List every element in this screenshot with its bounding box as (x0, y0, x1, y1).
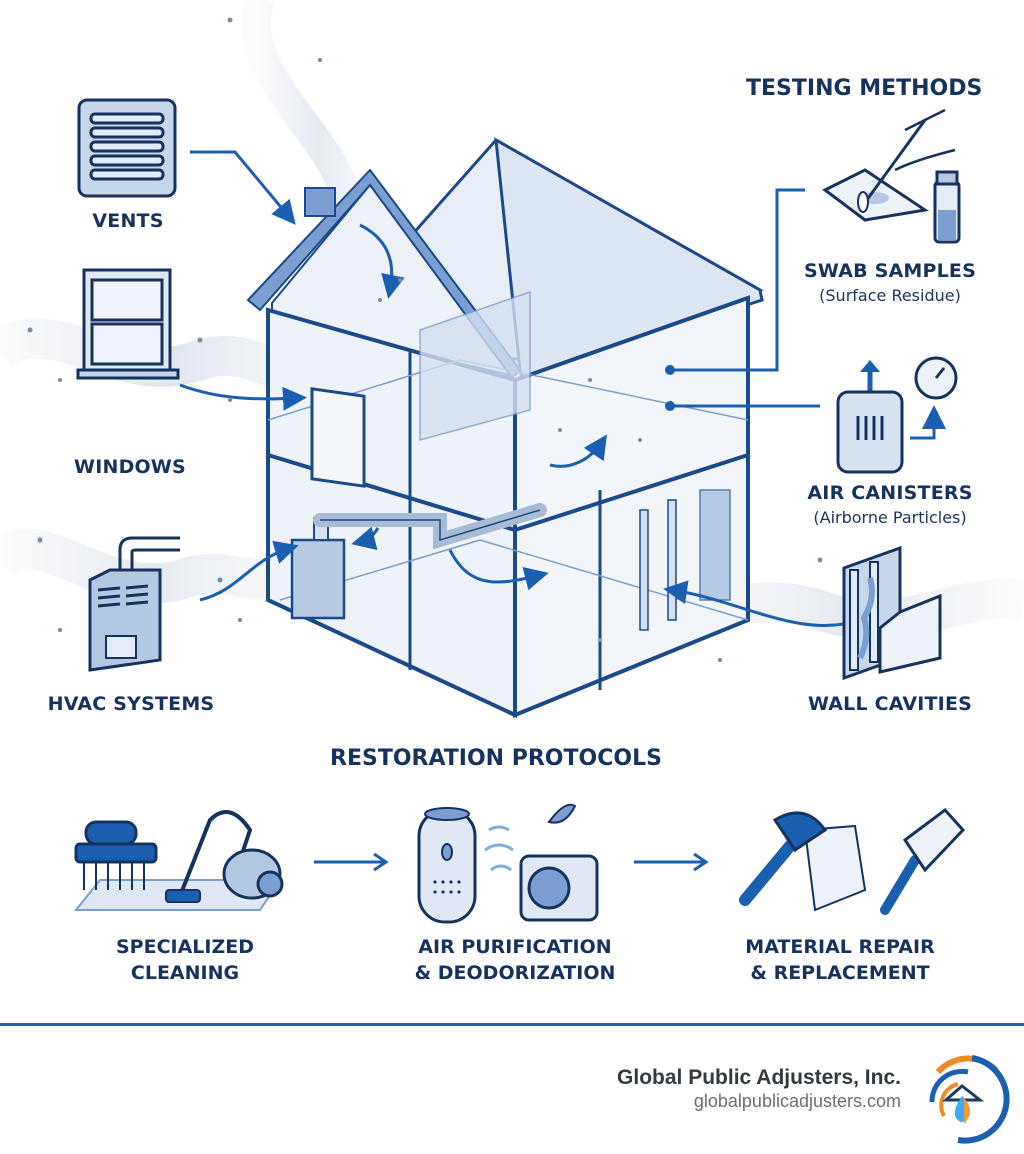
flow-arrow-1 (314, 852, 389, 872)
air-purifier-icon (417, 803, 599, 924)
restoration-label-cleaning: SPECIALIZED CLEANING (70, 934, 300, 986)
entry-label-hvac: HVAC SYSTEMS (47, 693, 215, 715)
restoration-purification-line2: & DEODORIZATION (414, 962, 616, 984)
flow-arrow-2 (634, 852, 709, 872)
wall-cavity-icon (842, 545, 942, 681)
restoration-cleaning-line1: SPECIALIZED (115, 936, 254, 958)
entry-label-wall-cavities: WALL CAVITIES (807, 693, 973, 715)
company-name: Global Public Adjusters, Inc. (617, 1066, 901, 1089)
restoration-label-purification: AIR PURIFICATION & DEODORIZATION (400, 934, 630, 986)
footer-divider (0, 1023, 1024, 1026)
air-canister-icon (836, 356, 958, 474)
restoration-label-repair: MATERIAL REPAIR & REPLACEMENT (725, 934, 955, 986)
restoration-protocols-title: RESTORATION PROTOCOLS (330, 746, 662, 771)
testing-sublabel-swab: (Surface Residue) (819, 286, 961, 305)
testing-label-air-canisters: AIR CANISTERS (807, 482, 973, 504)
swab-icon (822, 108, 961, 244)
company-website[interactable]: globalpublicadjusters.com (693, 1091, 901, 1111)
furnace-icon (88, 536, 180, 672)
company-logo-icon (929, 1055, 1010, 1144)
testing-label-swab: SWAB SAMPLES (804, 260, 976, 282)
restoration-repair-line2: & REPLACEMENT (750, 962, 930, 984)
restoration-repair-line1: MATERIAL REPAIR (745, 936, 935, 958)
entry-label-windows: WINDOWS (74, 456, 186, 478)
entry-label-vents: VENTS (92, 210, 164, 232)
window-icon (76, 268, 180, 380)
restoration-purification-line1: AIR PURIFICATION (418, 936, 612, 958)
house-illustration (0, 0, 1024, 719)
repair-tools-icon (739, 807, 966, 915)
testing-methods-title: TESTING METHODS (746, 76, 983, 101)
restoration-cleaning-line2: CLEANING (130, 962, 240, 984)
vent-icon (77, 98, 177, 198)
testing-sublabel-air-canisters: (Airborne Particles) (813, 508, 967, 527)
cleaning-icon (73, 810, 284, 911)
